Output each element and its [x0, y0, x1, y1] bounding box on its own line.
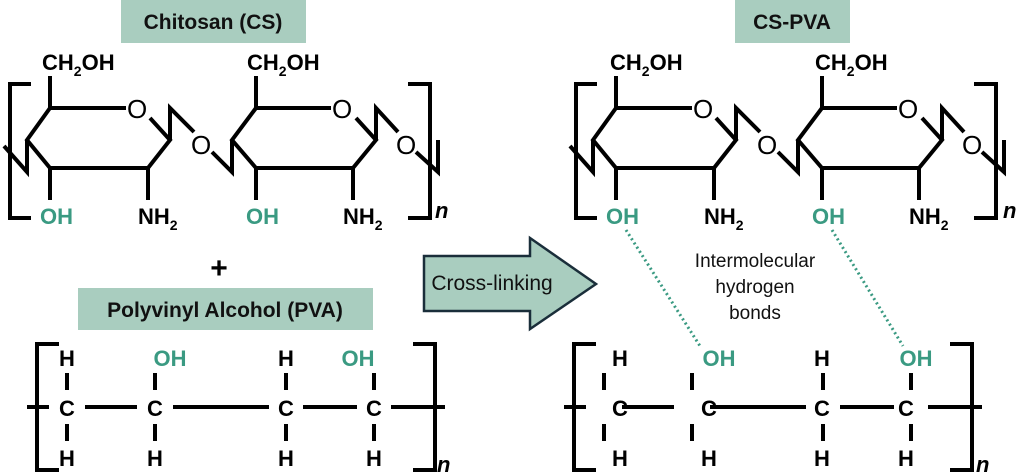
- carbon-1: C: [59, 396, 75, 421]
- chitosan-structure: Chitosan (CS) CH2OH CH2OH O O O O OH OH …: [2, 0, 448, 233]
- repeat-n-chitosan: n: [435, 198, 448, 223]
- product-hydrogen-bottom-1: H: [612, 446, 628, 471]
- hydrogen-bottom-4: H: [366, 446, 382, 471]
- hydrogen-bond-1: [624, 229, 702, 347]
- hydrogen-top-3: H: [278, 346, 294, 371]
- product-repeat-n-chitosan: n: [1003, 198, 1016, 223]
- product-amine-1: NH2: [704, 204, 744, 233]
- hydrogen-top-1: H: [59, 346, 75, 371]
- pva-structure: Polyvinyl Alcohol (PVA) C C C C H OH H O…: [25, 288, 450, 476]
- hydroxyl-2: OH: [246, 204, 279, 229]
- note-line-1: Intermolecular: [695, 251, 816, 272]
- pva-label: Polyvinyl Alcohol (PVA): [107, 299, 343, 322]
- hydrogen-bottom-1: H: [59, 446, 75, 471]
- product-repeat-n-pva: n: [976, 452, 989, 476]
- product-label: CS-PVA: [753, 11, 831, 34]
- product-pva-hydroxyl-2: OH: [900, 346, 933, 371]
- hydrogen-bond-2: [830, 229, 905, 347]
- product-carbon-3: C: [814, 396, 830, 421]
- product-hydrogen-top-1: H: [612, 346, 628, 371]
- note-line-3: bonds: [729, 303, 781, 324]
- pva-bonds: [25, 342, 447, 472]
- product-glycosidic-oxygen-2: O: [962, 130, 982, 160]
- amine-2: NH2: [343, 204, 383, 233]
- carbon-4: C: [366, 396, 382, 421]
- plus-sign: +: [210, 252, 228, 285]
- product-carbon-4: C: [898, 396, 914, 421]
- product-hydroxyl-2: OH: [812, 204, 845, 229]
- product-ring-oxygen-2: O: [898, 94, 918, 124]
- cs-pva-structure: CS-PVA CH2OH CH2OH O O O O OH OH NH2 NH2…: [562, 0, 1016, 476]
- ring-oxygen-2: O: [332, 94, 352, 124]
- amine-1: NH2: [138, 204, 178, 233]
- hydroxyl-1: OH: [40, 204, 73, 229]
- chitosan-bonds: [2, 74, 440, 220]
- chitosan-label-box: [121, 0, 306, 43]
- ring-oxygen-1: O: [127, 94, 147, 124]
- pva-hydroxyl-2: OH: [342, 346, 375, 371]
- product-pva-hydroxyl-1: OH: [703, 346, 736, 371]
- hydrogen-bottom-2: H: [147, 446, 163, 471]
- pva-hydroxyl-1: OH: [154, 346, 187, 371]
- product-ring-oxygen-1: O: [693, 94, 713, 124]
- product-hydroxyl-1: OH: [606, 204, 639, 229]
- carbon-3: C: [278, 396, 294, 421]
- hydrogen-bottom-3: H: [278, 446, 294, 471]
- glycosidic-oxygen-2: O: [396, 130, 416, 160]
- cross-linking-arrow: Cross-linking: [422, 235, 599, 332]
- product-chitosan-bonds: [568, 74, 1006, 220]
- product-hydrogen-bottom-3: H: [814, 446, 830, 471]
- ch2oh-1: CH2OH: [42, 50, 115, 79]
- carbon-2: C: [147, 396, 163, 421]
- product-hydrogen-bottom-2: H: [701, 446, 717, 471]
- product-hydrogen-bottom-4: H: [898, 446, 914, 471]
- product-ch2oh-1: CH2OH: [610, 50, 683, 79]
- product-label-box: [735, 0, 850, 43]
- chitosan-label: Chitosan (CS): [144, 11, 283, 34]
- pva-label-box: [78, 288, 373, 330]
- product-amine-2: NH2: [909, 204, 949, 233]
- arrow-shape: [422, 235, 599, 332]
- product-glycosidic-oxygen-1: O: [757, 130, 777, 160]
- note-line-2: hydrogen: [715, 277, 794, 298]
- glycosidic-oxygen-1: O: [191, 130, 211, 160]
- product-carbon-2: C: [701, 396, 717, 421]
- repeat-n-pva: n: [437, 452, 450, 476]
- ch2oh-2: CH2OH: [247, 50, 320, 79]
- product-carbon-1: C: [612, 396, 628, 421]
- product-hydrogen-top-3: H: [814, 346, 830, 371]
- arrow-label: Cross-linking: [431, 272, 552, 295]
- product-ch2oh-2: CH2OH: [815, 50, 888, 79]
